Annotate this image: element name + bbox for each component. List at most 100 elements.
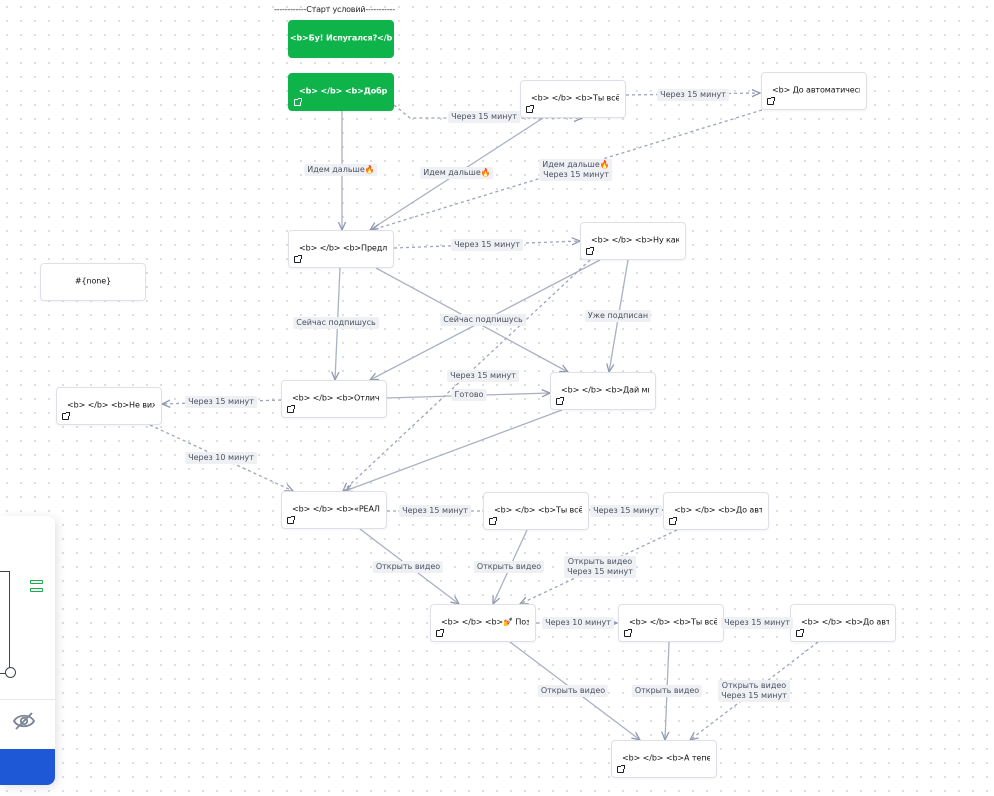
edge-label-line: Идем дальше🔥: [542, 160, 610, 169]
edge-label-line: Через 15 минут: [721, 691, 787, 700]
flow-node-text: <b>Бу! Испугался?</b: [289, 33, 393, 43]
edge-label-line: Идем дальше🔥: [307, 165, 375, 174]
edge-label[interactable]: Открыть видео: [631, 685, 703, 697]
edge-label[interactable]: Сейчас подпишусь: [440, 314, 526, 326]
edge-label[interactable]: Через 15 минут: [657, 89, 729, 101]
flow-node-text: <b> </b> <b>Предлага: [299, 243, 387, 253]
flow-node-text: <b> </b> <b>До автом: [801, 617, 889, 627]
open-node-icon[interactable]: [287, 405, 295, 413]
open-node-icon[interactable]: [669, 517, 677, 525]
open-node-icon[interactable]: [436, 629, 444, 637]
open-node-icon[interactable]: [294, 98, 302, 106]
edge-label-line: Через 15 минут: [543, 170, 609, 179]
edge-label[interactable]: Сейчас подпишусь: [293, 317, 379, 329]
edge-label-line: Через 15 минут: [724, 618, 790, 627]
flow-node[interactable]: <b> </b> <b>Предлага: [288, 230, 394, 268]
open-node-icon[interactable]: [796, 629, 804, 637]
edge-label[interactable]: Открыть видео: [473, 561, 545, 573]
flow-node-text: <b> </b> <b>А теперь: [622, 753, 710, 763]
open-node-icon[interactable]: [489, 517, 497, 525]
edge-label[interactable]: Готово: [451, 389, 487, 401]
side-toolbar: [0, 516, 55, 785]
edge-label[interactable]: Открыть видео: [537, 685, 609, 697]
flow-node-text: <b> </b> <b>Дай мне: [561, 385, 649, 395]
edge-label-line: Через 15 минут: [454, 240, 520, 249]
hide-eye-icon[interactable]: [12, 711, 36, 731]
flow-node[interactable]: <b> </b> <b>Ты всё е: [520, 80, 626, 118]
flow-node-text: <b> </b> <b>Ну как т: [591, 235, 679, 245]
open-node-icon[interactable]: [294, 255, 302, 263]
flow-node-text: <b> </b> <b>Ты всё е: [494, 505, 582, 515]
flow-node[interactable]: <b> </b> <b>До автом: [790, 604, 896, 642]
open-node-icon[interactable]: [767, 97, 775, 105]
edge-label-line: Уже подписан: [587, 311, 649, 320]
flow-node[interactable]: <b> </b> <b>Дай мне: [550, 372, 656, 410]
edge-label-line: Открыть видео: [567, 557, 633, 566]
edge-label-line: Через 15 минут: [188, 397, 254, 406]
edge-label[interactable]: Через 15 минут: [447, 370, 519, 382]
edge-label[interactable]: Уже подписан: [584, 310, 652, 322]
flow-node[interactable]: <b> </b> <b>До автом: [663, 492, 769, 530]
edge-label[interactable]: Идем дальше🔥Через 15 минут: [539, 159, 613, 181]
duplicate-icon[interactable]: [30, 580, 44, 600]
edge-label-line: Через 15 минут: [567, 567, 633, 576]
open-node-icon[interactable]: [62, 412, 70, 420]
flow-node[interactable]: <b> </b> <b>А теперь: [611, 740, 717, 778]
open-node-icon[interactable]: [287, 516, 295, 524]
edge-label-line: Через 15 минут: [660, 90, 726, 99]
edge-label-line: Сейчас подпишусь: [296, 318, 376, 327]
flow-node[interactable]: <b>Бу! Испугался?</b: [288, 20, 394, 58]
edge-label-line: Через 15 минут: [402, 506, 468, 515]
open-node-icon[interactable]: [556, 397, 564, 405]
edge-label-line: Сейчас подпишусь: [443, 315, 523, 324]
flow-edge[interactable]: [345, 409, 563, 491]
edge-label[interactable]: Через 15 минут: [448, 111, 520, 123]
connector-handle[interactable]: [5, 667, 16, 678]
flow-node[interactable]: #{none}: [40, 263, 146, 301]
flow-node[interactable]: <b> </b> <b>💅 Поздр: [430, 604, 536, 642]
primary-action-button[interactable]: [0, 749, 55, 785]
edge-label-line: Готово: [454, 390, 484, 399]
flow-node-text: <b> </b> <b>Добро по: [299, 86, 387, 96]
flow-node-text: <b> </b> <b>Отлично,: [292, 393, 380, 403]
open-node-icon[interactable]: [617, 765, 625, 773]
flow-node[interactable]: <b> </b> <b>Ты всё е: [483, 492, 589, 530]
flow-node[interactable]: <b> </b> <b>«РЕАЛЬНО: [281, 491, 387, 529]
flow-edge[interactable]: [393, 104, 582, 118]
flow-node[interactable]: <b> </b> <b>Не вижу: [56, 387, 162, 425]
edge-label[interactable]: Открыть видео: [372, 561, 444, 573]
edge-label[interactable]: Через 15 минут: [590, 505, 662, 517]
edge-label-line: Открыть видео: [375, 562, 441, 571]
toolbar-divider: [0, 699, 55, 700]
flow-node-text: <b> </b> <b>«РЕАЛЬНО: [292, 504, 380, 514]
edge-label-line: Открыть видео: [721, 681, 787, 690]
flow-node[interactable]: <b> </b> <b>Ну как т: [580, 222, 686, 260]
edge-label-line: Открыть видео: [476, 562, 542, 571]
edge-label[interactable]: Через 10 минут: [542, 617, 614, 629]
flow-edge[interactable]: [393, 241, 580, 249]
edge-label[interactable]: Через 10 минут: [185, 452, 257, 464]
edge-label[interactable]: Через 15 минут: [399, 505, 471, 517]
open-node-icon[interactable]: [624, 629, 632, 637]
edge-label-line: Через 15 минут: [451, 112, 517, 121]
edge-label[interactable]: Через 15 минут: [451, 239, 523, 251]
flow-node-text: #{none}: [74, 276, 112, 286]
edge-label[interactable]: Идем дальше🔥: [420, 167, 494, 179]
edge-label[interactable]: Через 15 минут: [185, 396, 257, 408]
flow-node[interactable]: <b> До автоматическ: [761, 72, 867, 110]
edge-label[interactable]: Идем дальше🔥: [304, 164, 378, 176]
flow-node[interactable]: <b> </b> <b>Отлично,: [281, 380, 387, 418]
flow-node-text: <b> </b> <b>Ты всё е: [531, 93, 619, 103]
flow-node[interactable]: <b> </b> <b>Добро по: [288, 73, 394, 111]
flow-node[interactable]: <b> </b> <b>Ты всё е: [618, 604, 724, 642]
edge-label-line: Идем дальше🔥: [423, 168, 491, 177]
connector-line-icon: [0, 571, 10, 674]
open-node-icon[interactable]: [586, 247, 594, 255]
open-node-icon[interactable]: [526, 105, 534, 113]
edge-label[interactable]: Через 15 минут: [721, 617, 793, 629]
flow-edge[interactable]: [162, 399, 282, 404]
edge-label-line: Открыть видео: [540, 686, 606, 695]
